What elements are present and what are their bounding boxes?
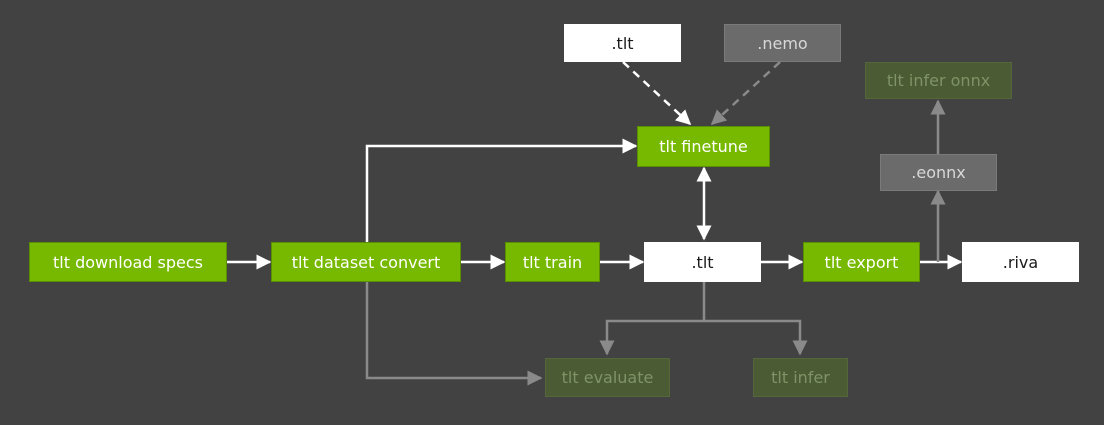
- node-train[interactable]: tlt train: [505, 242, 600, 282]
- node-infer-onnx[interactable]: tlt infer onnx: [865, 62, 1012, 99]
- node-export[interactable]: tlt export: [803, 242, 920, 282]
- edge-tlt-top-to-finetune: [622, 61, 692, 126]
- edge-tlt-to-infer: [704, 319, 808, 356]
- edge-convert-to-finetune: [365, 138, 638, 242]
- node-tlt-model[interactable]: .tlt: [644, 242, 761, 282]
- edge-tlt-to-evaluate: [599, 319, 704, 356]
- node-nemo[interactable]: .nemo: [724, 24, 841, 62]
- edge-nemo-to-finetune: [710, 61, 781, 126]
- node-eonnx[interactable]: .eonnx: [880, 154, 997, 191]
- node-evaluate[interactable]: tlt evaluate: [545, 358, 670, 397]
- node-riva[interactable]: .riva: [962, 242, 1079, 282]
- node-infer[interactable]: tlt infer: [753, 358, 848, 397]
- node-download-specs[interactable]: tlt download specs: [29, 242, 227, 282]
- edge-convert-to-evaluate: [365, 282, 543, 386]
- node-finetune[interactable]: tlt finetune: [637, 126, 770, 167]
- node-tlt-pretrained[interactable]: .tlt: [564, 24, 681, 62]
- node-dataset-convert[interactable]: tlt dataset convert: [271, 242, 461, 282]
